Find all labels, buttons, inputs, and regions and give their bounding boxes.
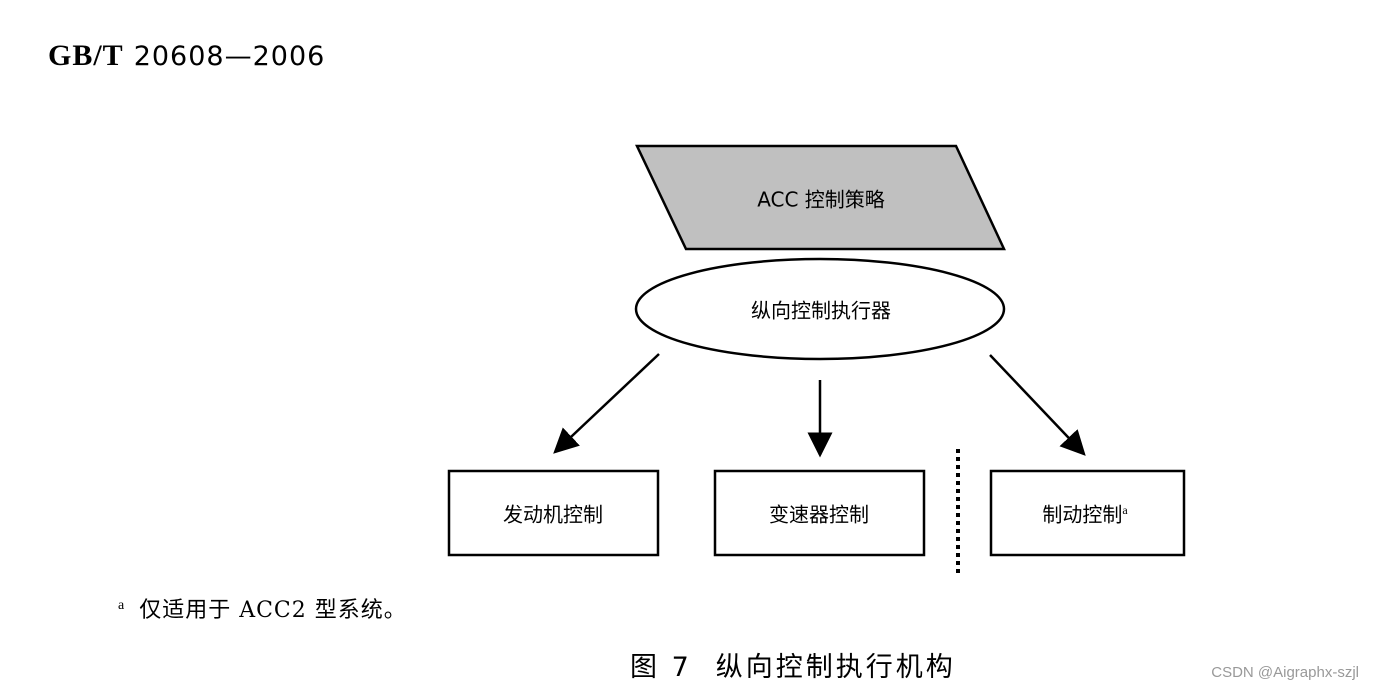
- brake-control-box: [989, 469, 1186, 557]
- transmission-control-box: [713, 469, 926, 557]
- engine-control-label: 发动机控制: [503, 499, 603, 528]
- executor-ellipse: [634, 257, 1006, 361]
- brake-control-label: 制动控制a: [1042, 499, 1127, 528]
- transmission-control-label: 变速器控制: [769, 499, 869, 528]
- figure-caption: 图 7 纵向控制执行机构: [630, 645, 956, 684]
- engine-control-box: [447, 469, 660, 557]
- figure-title: 纵向控制执行机构: [715, 652, 956, 683]
- executor-label-text: 纵向控制执行器: [751, 298, 891, 323]
- standard-number: 20608—2006: [133, 41, 326, 72]
- standard-prefix: GB/T: [48, 39, 124, 72]
- engine-control-text: 发动机控制: [503, 502, 603, 527]
- transmission-control-text: 变速器控制: [769, 502, 869, 527]
- footnote: a 仅适用于 ACC2 型系统。: [118, 592, 407, 624]
- strategy-parallelogram: [635, 144, 1006, 251]
- strategy-label: ACC 控制策略: [757, 184, 885, 213]
- standard-header: GB/T 20608—2006: [48, 38, 325, 73]
- executor-label: 纵向控制执行器: [751, 295, 891, 324]
- brake-footnote-mark: a: [1122, 502, 1128, 517]
- strategy-label-text: ACC 控制策略: [757, 187, 885, 212]
- brake-control-text: 制动控制: [1042, 502, 1123, 527]
- arrow-to-engine: [553, 353, 660, 454]
- footnote-text: 仅适用于 ACC2 型系统。: [139, 598, 407, 623]
- footnote-mark: a: [118, 597, 126, 613]
- arrow-to-brake: [989, 354, 1086, 456]
- watermark: CSDN @Aigraphx-szjl: [1211, 664, 1359, 681]
- figure-number: 图 7: [630, 652, 692, 683]
